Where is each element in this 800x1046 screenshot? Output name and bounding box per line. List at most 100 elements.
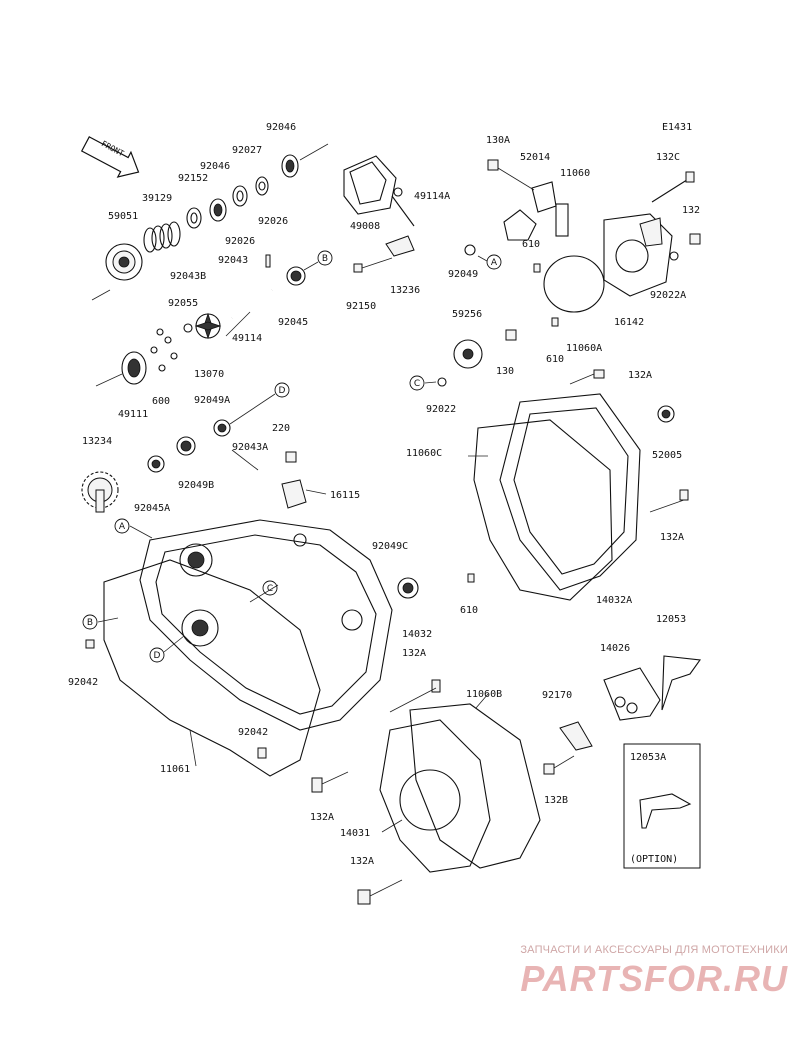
magneto-cover-14031 xyxy=(379,719,491,873)
bracket-92170 xyxy=(559,721,593,751)
svg-text:A: A xyxy=(119,522,126,532)
label-14031: 14031 xyxy=(340,828,370,839)
crankcase-cover-14032 xyxy=(139,519,393,731)
label-92049B: 92049B xyxy=(178,480,214,491)
label-92049: 92049 xyxy=(448,269,478,280)
washer-92026-a xyxy=(232,185,248,207)
label-92046-top: 92046 xyxy=(266,122,296,133)
label-92049C: 92049C xyxy=(372,541,408,552)
option-box xyxy=(623,743,701,869)
impeller-59256 xyxy=(453,339,483,369)
gasket-11060A xyxy=(543,255,605,313)
bolt-132A-3 xyxy=(649,489,689,513)
bearing-92049 xyxy=(464,244,476,256)
pin-92042-b xyxy=(257,747,267,759)
bracket-14026 xyxy=(603,655,701,721)
label-92170: 92170 xyxy=(542,690,572,701)
gasket-11061 xyxy=(103,559,321,777)
svg-text:D: D xyxy=(154,651,161,661)
label-92152: 92152 xyxy=(178,173,208,184)
label-16142: 16142 xyxy=(614,317,644,328)
label-92043: 92043 xyxy=(218,255,248,266)
label-92026-b: 92026 xyxy=(258,216,288,227)
label-49008: 49008 xyxy=(350,221,380,232)
callout-A-1: A xyxy=(486,254,502,270)
bolt-92150 xyxy=(353,257,393,273)
bolt-132A-1 xyxy=(389,679,441,713)
washer-92022 xyxy=(437,377,447,387)
bolt-132B xyxy=(543,755,575,775)
label-14026: 14026 xyxy=(600,643,630,654)
pin-610-c xyxy=(467,573,475,583)
label-92042-a: 92042 xyxy=(68,677,98,688)
label-52005: 52005 xyxy=(652,450,682,461)
label-600: 600 xyxy=(152,396,170,407)
label-49114A: 49114A xyxy=(414,191,450,202)
impeller-13070 xyxy=(194,312,222,340)
cover-49008 xyxy=(343,155,397,215)
seal-92045 xyxy=(286,266,306,286)
seal-92045A xyxy=(147,455,165,473)
bearing-92046-top xyxy=(281,154,299,178)
shaft-49114 xyxy=(231,288,273,320)
bearing-92049B xyxy=(176,436,196,456)
label-59051: 59051 xyxy=(108,211,138,222)
label-59256: 59256 xyxy=(452,309,482,320)
svg-text:B: B xyxy=(87,618,93,628)
bolt-220 xyxy=(285,451,297,463)
label-132A-1: 132A xyxy=(402,648,426,659)
label-13236: 13236 xyxy=(390,285,420,296)
pump-gear-59051 xyxy=(105,243,143,281)
bolt-132A-4 xyxy=(311,771,349,793)
svg-text:B: B xyxy=(322,254,328,264)
label-13070: 13070 xyxy=(194,369,224,380)
label-92022: 92022 xyxy=(426,404,456,415)
shaft-49114A xyxy=(391,187,415,227)
label-92043B: 92043B xyxy=(170,271,206,282)
label-11060: 11060 xyxy=(560,168,590,179)
callout-B-2: B xyxy=(82,614,98,630)
watermark-logo: PARTSFOR.RU xyxy=(520,958,788,999)
washer-92026-b xyxy=(255,176,269,196)
callout-D-2: D xyxy=(149,647,165,663)
label-132A-3: 132A xyxy=(660,532,684,543)
svg-text:C: C xyxy=(267,584,273,594)
label-130: 130 xyxy=(496,366,514,377)
option-label: (OPTION) xyxy=(630,854,678,865)
balls-600 xyxy=(150,328,178,372)
label-132C: 132C xyxy=(656,152,680,163)
svg-text:A: A xyxy=(491,258,498,268)
label-49114: 49114 xyxy=(232,333,262,344)
callout-D-1: D xyxy=(274,382,290,398)
bolt-132C xyxy=(651,171,695,203)
bearing-92046 xyxy=(209,198,227,222)
label-132B: 132B xyxy=(544,795,568,806)
bolt-130A xyxy=(487,159,535,191)
callout-B-1: B xyxy=(317,250,333,266)
label-132A-2: 132A xyxy=(628,370,652,381)
cap-16115 xyxy=(281,479,327,509)
gasket-11060C xyxy=(473,419,613,601)
label-12053: 12053 xyxy=(656,614,686,625)
label-130A: 130A xyxy=(486,135,510,146)
label-12053A: 12053A xyxy=(630,752,666,763)
label-92022A: 92022A xyxy=(650,290,686,301)
washer-92022A xyxy=(669,251,679,261)
svg-text:C: C xyxy=(414,379,420,389)
ring-92055 xyxy=(183,323,193,333)
front-arrow-icon xyxy=(80,136,140,178)
pin-610-a xyxy=(533,263,541,273)
washer-92152 xyxy=(186,207,202,229)
pin-610-b xyxy=(551,317,559,327)
label-610-c: 610 xyxy=(460,605,478,616)
label-49111: 49111 xyxy=(118,409,148,420)
bolt-132A-2 xyxy=(569,369,605,385)
pin-92042-a xyxy=(85,639,95,649)
label-92046-mid: 92046 xyxy=(200,161,230,172)
label-14032A: 14032A xyxy=(596,595,632,606)
seal-52005 xyxy=(657,405,675,423)
label-14032: 14032 xyxy=(402,629,432,640)
gear-13234 xyxy=(81,471,119,513)
label-92055: 92055 xyxy=(168,298,198,309)
